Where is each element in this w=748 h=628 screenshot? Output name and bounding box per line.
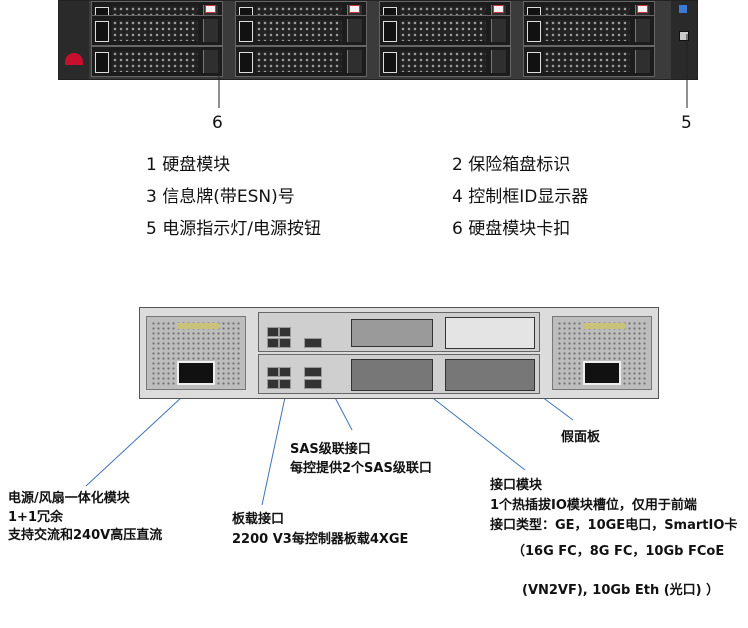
disk-module [235,15,367,46]
huawei-logo-icon [65,53,83,65]
disk-module [91,15,223,46]
label-psu-redundancy: 1+1冗余 [8,510,63,525]
front-chassis [58,0,698,80]
rear-chassis [139,307,659,399]
psu-fan-module-right [552,316,652,390]
label-io-desc1: 1个热插拔IO模块槽位，仅用于前端 [490,498,697,513]
power-button-icon [679,31,689,41]
legend-item-vault-disk: 2 保险箱盘标识 [452,155,571,175]
label-psu-desc: 支持交流和240V高压直流 [8,528,163,543]
legend-item-id-display: 4 控制框ID显示器 [452,187,589,207]
controller-id-display-icon [679,5,687,13]
label-io-desc2: 接口类型：GE，10GE电口，SmartIO卡 [490,518,738,533]
io-slot [351,319,433,347]
legend-item-disk-latch: 6 硬盘模块卡扣 [452,219,571,239]
sas-port [304,367,322,377]
disk-module [379,46,511,77]
sas-port [304,379,322,389]
label-onboard-desc: 2200 V3每控制器板载4XGE [232,532,409,547]
label-sas-desc: 每控提供2个SAS级联口 [290,461,432,476]
label-psu-title: 电源/风扇一体化模块 [8,491,130,506]
controller-upper [258,312,540,352]
vault-disk-tag-icon [349,5,360,13]
left-ear [59,1,89,79]
vault-disk-tag-icon [205,5,216,13]
disk-module [523,15,655,46]
power-socket-icon [177,361,215,385]
dummy-panel [445,317,535,349]
vault-disk-tag-icon [493,5,504,13]
dummy-panel [445,359,535,391]
label-sas-title: SAS级联接口 [290,442,371,457]
label-dummy-panel: 假面板 [561,430,601,445]
disk-module [235,46,367,77]
disk-module [91,46,223,77]
disk-module [379,15,511,46]
label-io-desc3: （16G FC，8G FC，10Gb FCoE [512,544,725,559]
interface-module [351,359,433,391]
label-io-title: 接口模块 [490,478,543,493]
label-onboard-title: 板载接口 [232,512,285,527]
label-io-desc4: (VN2VF), 10Gb Eth (光口) ） [522,583,720,598]
legend-item-esn-plate: 3 信息牌(带ESN)号 [146,187,295,207]
power-socket-icon [583,361,621,385]
callout-5: 5 [681,113,692,133]
callout-6: 6 [212,113,223,133]
right-ear [671,1,697,79]
legend-item-power-button: 5 电源指示灯/电源按钮 [146,219,321,239]
vault-disk-tag-icon [637,5,648,13]
psu-fan-module-left [146,316,246,390]
controller-lower [258,354,540,394]
disk-module [523,46,655,77]
legend-item-disk-module: 1 硬盘模块 [146,155,231,175]
